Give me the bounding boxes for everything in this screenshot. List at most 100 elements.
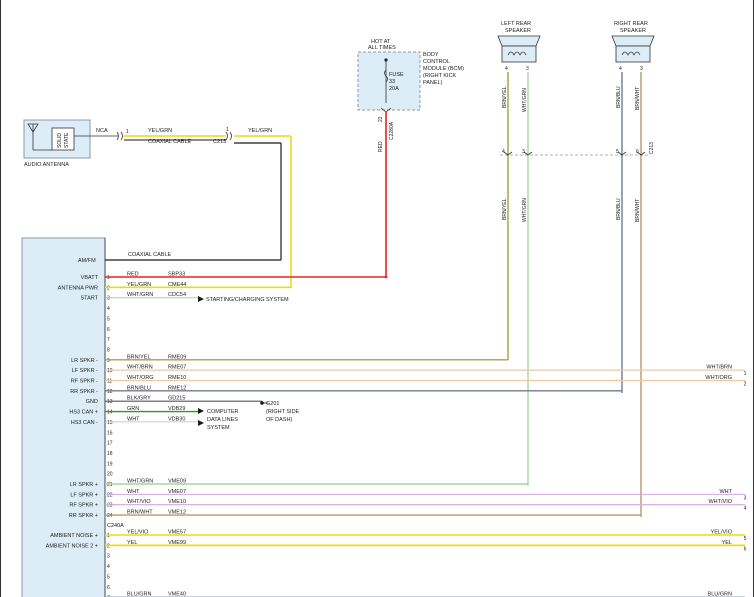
- pin-number: 13: [107, 399, 113, 405]
- pin-row: 17: [107, 441, 113, 447]
- offpage-wire-label: YEL: [722, 540, 732, 546]
- left-speaker-pin-a: 4: [505, 66, 508, 72]
- audio-antenna-label: AUDIO ANTENNA: [24, 162, 69, 168]
- pin-function-label: AMBIENT NOISE 2 +: [46, 543, 98, 549]
- right-speaker-pin-a: 4: [619, 66, 622, 72]
- wire-label-brn-wht-bottom: BRN/WHT: [635, 199, 641, 222]
- pin-wire-color: BLK/GRY: [127, 396, 151, 402]
- pin-wire-color: WHT/GRN: [127, 292, 153, 298]
- pin-circuit-id: VME57: [168, 530, 186, 536]
- pin-function-label: START: [80, 296, 98, 302]
- pin-number: 16: [107, 430, 113, 436]
- pin-circuit-id: RME09: [168, 354, 186, 360]
- pin-row: 5: [107, 316, 110, 322]
- pin-wire-color: WHT/VIO: [127, 499, 151, 505]
- pin-number: 5: [107, 316, 110, 322]
- pin-number: 8: [107, 347, 110, 353]
- pin-number: 4: [107, 306, 110, 312]
- pin-number: 23: [107, 503, 113, 509]
- pin-function-label: LF SPKR -: [72, 368, 98, 374]
- cdl-label-2: DATA LINES: [207, 417, 238, 423]
- pin-function-label: AMBIENT NOISE +: [50, 533, 98, 539]
- pin-wire-color: WHT/GRN: [127, 479, 153, 485]
- pin-circuit-id: RME10: [168, 375, 186, 381]
- hot-at-text-1: HOT AT: [371, 39, 391, 45]
- pin-number: 18: [107, 451, 113, 457]
- pin-circuit-id: VME07: [168, 489, 186, 495]
- wire-label-brn-yel-top: BRN/YEL: [502, 86, 508, 108]
- pin-number: 14: [107, 410, 113, 416]
- right-speaker-title-1: RIGHT REAR: [614, 21, 648, 27]
- pin-number: 4: [107, 564, 110, 570]
- left-speaker-title-2: SPEAKER: [505, 28, 531, 34]
- pin-circuit-id: CME44: [168, 282, 186, 288]
- offpage-wire-label: BLU/GRN: [708, 592, 732, 597]
- pin-number: 17: [107, 441, 113, 447]
- pin-row: 18: [107, 451, 113, 457]
- antenna-connector-chevron: [116, 131, 123, 141]
- antenna-nca: NCA: [96, 128, 108, 134]
- wire-label-brn-yel-bottom: BRN/YEL: [502, 198, 508, 220]
- bcm-label-4: (RIGHT KICK: [423, 73, 457, 79]
- c213-antenna-pin: 1: [226, 127, 229, 133]
- pin-row: 7: [107, 337, 110, 343]
- g201-label-1: G201: [266, 401, 279, 407]
- starting-charging-label: STARTING/CHARGING SYSTEM: [206, 297, 289, 303]
- pin-number: 6: [107, 327, 110, 333]
- pin-function-label: LR SPKR -: [71, 358, 98, 364]
- pin-row: 4: [107, 564, 110, 570]
- pin-circuit-id: VME99: [168, 540, 186, 546]
- pin-number: 9: [107, 358, 110, 364]
- pin-row: 4: [107, 306, 110, 312]
- pin-row: 5: [107, 574, 110, 580]
- offpage-wire-label: WHT/ORG: [705, 375, 732, 381]
- fuse-label-3: 20A: [389, 86, 399, 92]
- pin-wire-color: WHT/ORG: [127, 375, 154, 381]
- pin-row: 6: [107, 585, 110, 591]
- offpage-wire-label: WHT/BRN: [706, 365, 732, 371]
- pin-circuit-id: VME40: [168, 592, 186, 597]
- pin-row: 16: [107, 430, 113, 436]
- pin-number: 12: [107, 389, 113, 395]
- c213-antenna-chevron: [225, 131, 232, 141]
- pin-circuit-id: VME12: [168, 510, 186, 516]
- fuse-icon: [384, 69, 388, 83]
- pin-circuit-id: VME10: [168, 499, 186, 505]
- pin-row: 20: [107, 472, 113, 478]
- pin-circuit-id: RME12: [168, 385, 186, 391]
- bcm-label-1: BODY: [423, 52, 439, 58]
- pin-number: 22: [107, 492, 113, 498]
- pin-wire-color: BRN/YEL: [127, 354, 151, 360]
- amfm-label: AM/FM: [78, 258, 96, 264]
- pin-circuit-id: VDB29: [168, 406, 185, 412]
- g201-label-3: OF DASH): [266, 417, 292, 423]
- pin-wire-color: YEL/GRN: [127, 282, 151, 288]
- wire-label-brn-blu-bottom: BRN/BLU: [616, 198, 622, 220]
- pin-row: LR SPKR - 9 BRN/YEL RME09: [71, 354, 508, 364]
- c213-label-speakers: C213: [649, 142, 655, 154]
- cdl-arrow-can-plus-icon: [198, 408, 204, 414]
- right-speaker-pin-b: 3: [640, 66, 643, 72]
- c213-antenna-label: C213: [213, 139, 226, 145]
- offpage-connector-number: 4: [744, 506, 747, 512]
- vbatt-junction: [384, 275, 388, 279]
- solid-state-text-1: SOLID: [57, 133, 63, 148]
- offpage-connector-number: 5: [744, 536, 747, 542]
- pin-row: 3: [107, 554, 110, 560]
- pin-number: 15: [107, 420, 113, 426]
- pin-function-label: ANTENNA PWR: [58, 285, 98, 291]
- pin-number: 7: [107, 337, 110, 343]
- c213-pin-rr-plus: 6: [636, 149, 639, 155]
- pin-row: 19: [107, 461, 113, 467]
- pin-circuit-id: GD215: [168, 396, 185, 402]
- offpage-connector-number: 6: [744, 546, 747, 552]
